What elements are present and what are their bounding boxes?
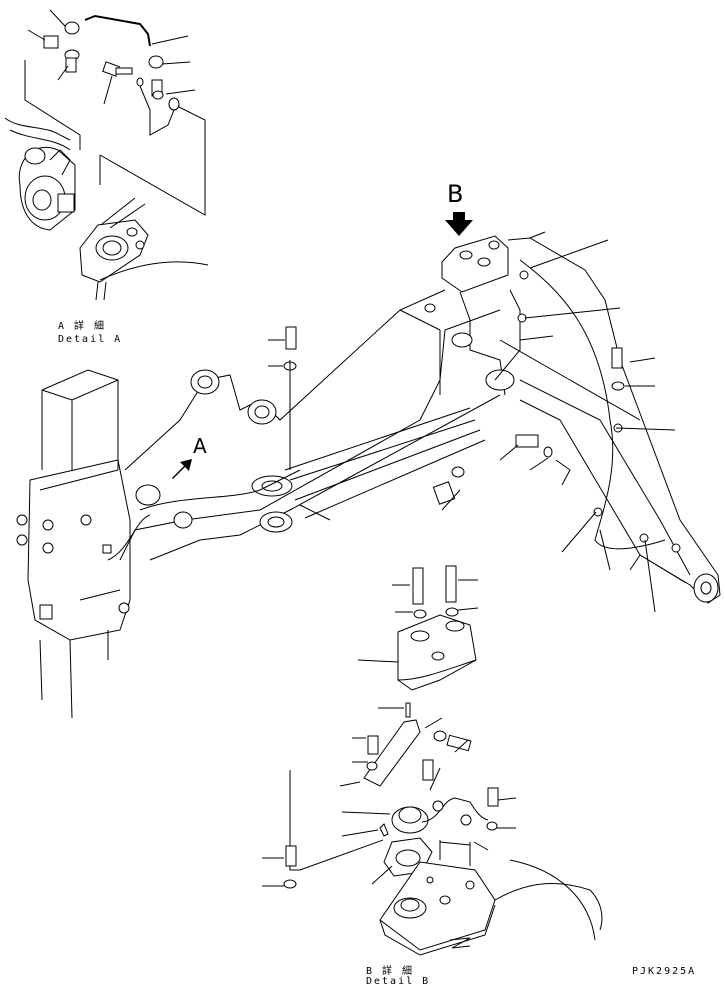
detail-b-title-jp: B 詳 細 — [366, 966, 415, 977]
detail-a-title-jp: A 詳 細 — [58, 321, 107, 332]
detail-b-title-en: Detail B — [366, 976, 431, 987]
view-marker-a: A — [193, 434, 207, 458]
detail-b-drawing — [262, 702, 603, 956]
detail-a-drawing — [4, 9, 209, 301]
main-arm-drawing — [16, 212, 721, 719]
cover-parts — [357, 565, 479, 691]
drawing-code: PJK2925A — [632, 966, 697, 977]
view-marker-b: B — [447, 180, 464, 208]
detail-a-title-en: Detail A — [58, 334, 123, 345]
